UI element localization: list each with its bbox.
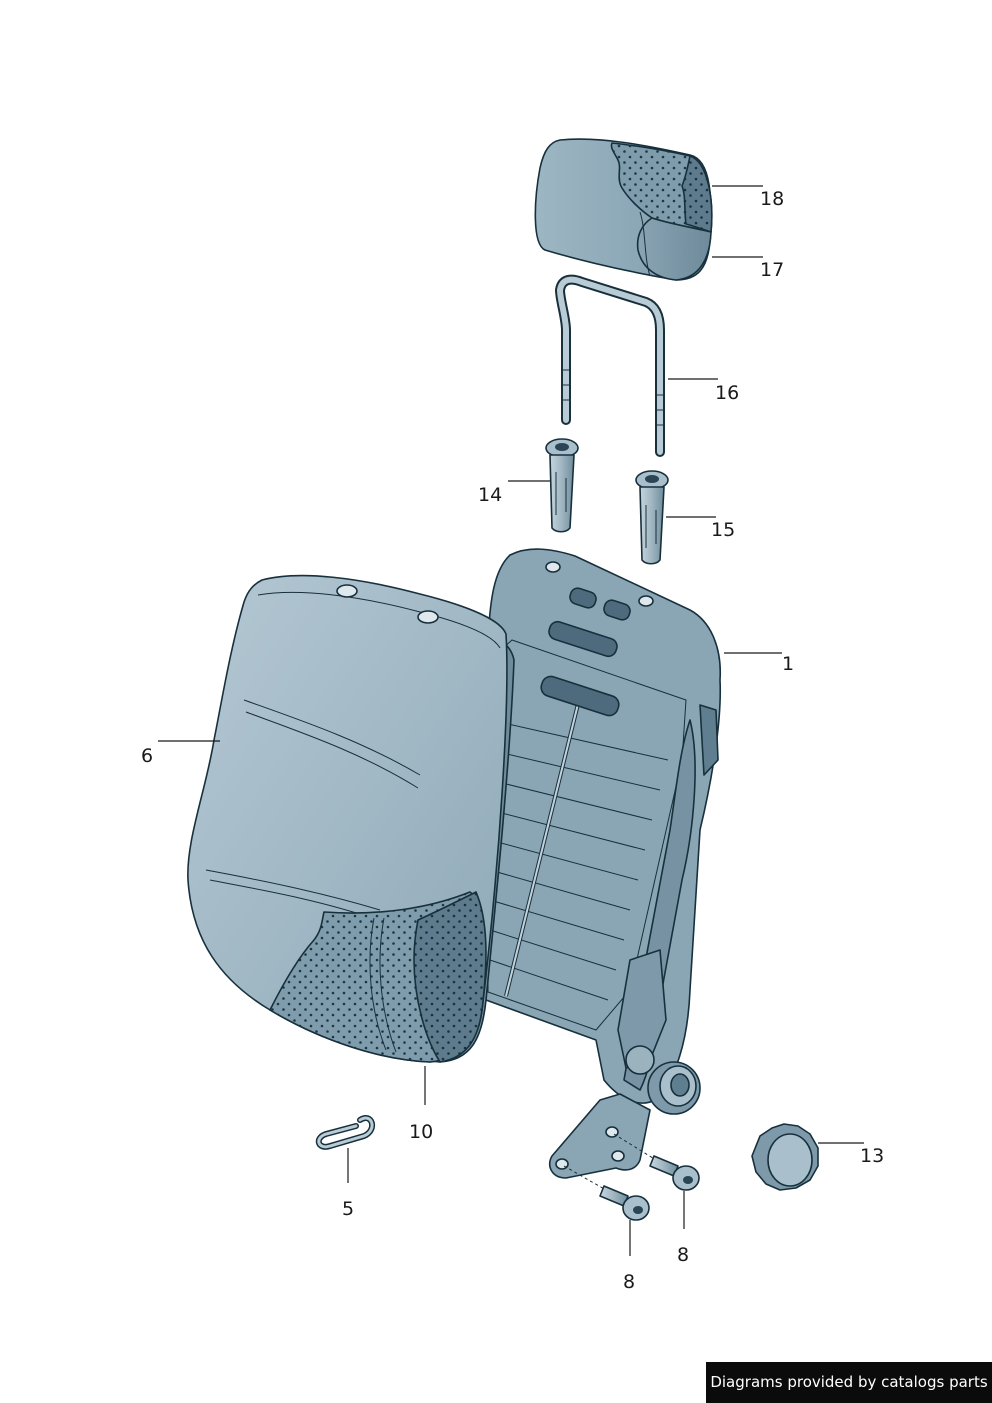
callout-15: 15 bbox=[711, 519, 735, 541]
guide-sleeve-right bbox=[635, 470, 669, 565]
callout-10: 10 bbox=[409, 1121, 433, 1143]
callout-8-lower: 8 bbox=[623, 1271, 635, 1293]
leader-lines bbox=[158, 185, 864, 1256]
callout-16: 16 bbox=[715, 382, 739, 404]
callout-14: 14 bbox=[478, 484, 502, 506]
guide-sleeve-left bbox=[545, 438, 579, 533]
callout-1: 1 bbox=[782, 653, 794, 675]
callout-13: 13 bbox=[860, 1145, 884, 1167]
bolt-upper bbox=[613, 1133, 700, 1191]
callout-6: 6 bbox=[141, 745, 153, 767]
hook-clip bbox=[315, 1115, 376, 1150]
frame-slats bbox=[489, 719, 669, 1001]
callout-18: 18 bbox=[760, 188, 784, 210]
callout-17: 17 bbox=[760, 259, 784, 281]
mounting-bracket bbox=[548, 1093, 651, 1179]
credit-banner: Diagrams provided by catalogs parts bbox=[706, 1362, 992, 1403]
headrest-rod bbox=[555, 274, 665, 457]
backrest-cover bbox=[187, 574, 515, 1063]
callout-5: 5 bbox=[342, 1198, 354, 1220]
callout-8-upper: 8 bbox=[677, 1244, 689, 1266]
backrest-frame bbox=[483, 548, 722, 1104]
recliner-knob bbox=[751, 1123, 819, 1191]
recliner-knob-mounted bbox=[647, 1061, 701, 1115]
bolt-lower bbox=[563, 1165, 650, 1221]
callout-labels: 18 17 16 14 15 1 6 10 13 5 8 8 bbox=[141, 188, 884, 1293]
headrest bbox=[534, 138, 713, 281]
